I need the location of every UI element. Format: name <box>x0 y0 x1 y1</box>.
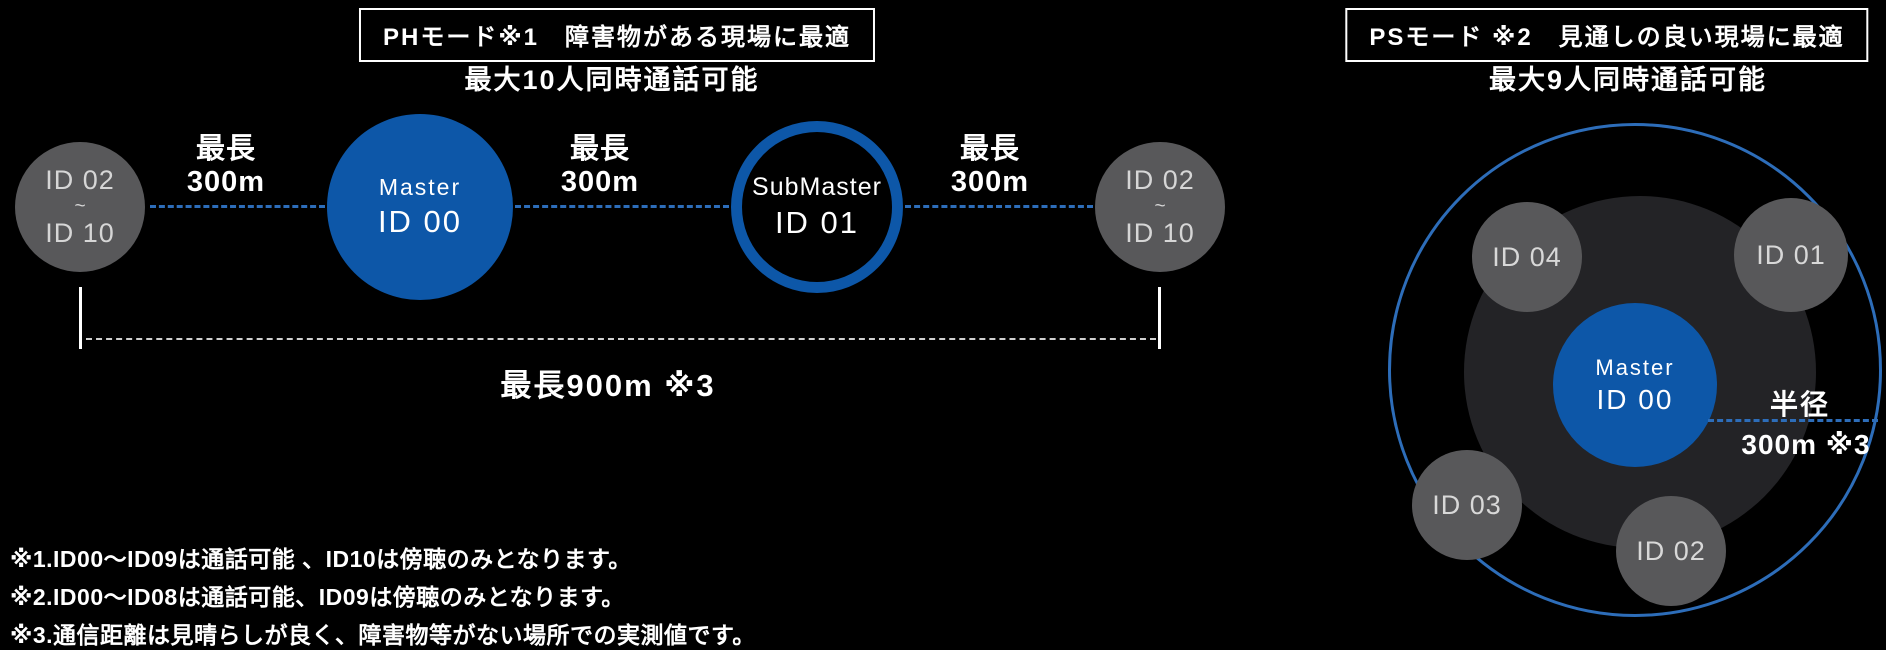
ph-mode-subtitle: 最大10人同時通話可能 <box>464 65 760 95</box>
ph-mode-title: PHモード※1 障害物がある現場に最適 <box>358 8 876 62</box>
ph-link2-label-line2: 300m <box>560 166 640 199</box>
ph-master-id: ID 00 <box>377 204 463 239</box>
ph-node-group-left-tilde: ~ <box>74 196 86 218</box>
ps-mode-subtitle: 最大9人同時通話可能 <box>1488 65 1768 95</box>
ph-span-tick-right <box>1158 287 1161 349</box>
ps-node-id04: ID 04 <box>1472 202 1582 312</box>
ph-master-role: Master <box>378 174 462 200</box>
ps-node-id03: ID 03 <box>1412 450 1522 560</box>
ph-node-group-right-bottom: ID 10 <box>1125 217 1195 248</box>
footnote-1: ※1.ID00〜ID09は通話可能 、ID10は傍聴のみとなります。 <box>10 546 632 572</box>
ph-total-distance-label: 最長900m ※3 <box>500 368 716 403</box>
ph-node-group-right-tilde: ~ <box>1154 196 1166 218</box>
ph-span-dashed-line <box>86 338 1156 340</box>
ps-master-id: ID 00 <box>1596 383 1674 415</box>
ps-range-circle <box>1388 123 1882 617</box>
ph-node-group-right: ID 02 ~ ID 10 <box>1095 142 1225 272</box>
ph-link3-label: 最長 300m <box>951 133 1029 200</box>
ph-node-group-left: ID 02 ~ ID 10 <box>15 142 145 272</box>
ph-link3-dashed-line <box>905 205 1093 208</box>
ph-link1-label-line2: 300m <box>186 166 266 199</box>
footnote-3: ※3.通信距離は見晴らしが良く、障害物等がない場所での実測値です。 <box>10 622 756 648</box>
ps-node-id02: ID 02 <box>1616 496 1726 606</box>
ph-link2-label: 最長 300m <box>561 133 639 200</box>
ph-link1-label-line1: 最長 <box>195 133 257 165</box>
ph-link1-dashed-line <box>150 205 325 208</box>
ps-node-id01: ID 01 <box>1734 198 1848 312</box>
ps-node-master: Master ID 00 <box>1553 303 1717 467</box>
ph-node-group-right-top: ID 02 <box>1125 165 1195 196</box>
ph-submaster-id: ID 01 <box>774 205 860 240</box>
ph-node-group-left-bottom: ID 10 <box>45 217 115 248</box>
footnote-2: ※2.ID00〜ID08は通話可能、ID09は傍聴のみとなります。 <box>10 584 625 610</box>
ps-radius-dashed-line <box>1708 419 1878 422</box>
ph-span-tick-left <box>79 287 82 349</box>
ph-submaster-role: SubMaster <box>752 173 882 201</box>
ph-node-master: Master ID 00 <box>327 114 513 300</box>
ps-radius-label-line1: 半径 <box>1769 389 1831 420</box>
ph-node-group-left-top: ID 02 <box>45 165 115 196</box>
ph-node-submaster: SubMaster ID 01 <box>731 121 903 293</box>
ph-link3-label-line1: 最長 <box>959 133 1021 165</box>
ph-link2-label-line1: 最長 <box>569 133 631 165</box>
ph-link2-dashed-line <box>515 205 729 208</box>
ph-link1-label: 最長 300m <box>187 133 265 200</box>
ps-master-role: Master <box>1595 354 1675 380</box>
ps-mode-title: PSモード ※2 見通しの良い現場に最適 <box>1345 8 1869 62</box>
ps-radius-label-line2: 300m ※3 <box>1741 429 1871 460</box>
ph-link3-label-line2: 300m <box>950 166 1030 199</box>
